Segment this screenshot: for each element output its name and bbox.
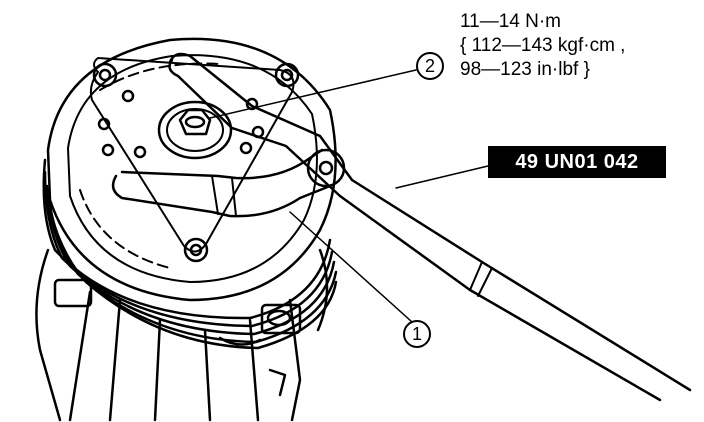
compressor-body (35, 248, 329, 422)
tool-number-label: 49 UN01 042 (488, 146, 666, 178)
pulley (42, 158, 338, 350)
leader-line-2 (209, 69, 417, 119)
torque-spec-inlbf: 98—123 in·lbf } (460, 59, 590, 80)
torque-spec-nm: 11—14 N·m (460, 11, 562, 32)
clutch-holder-wrench (111, 148, 346, 218)
torque-spec-kgfcm: { 112—143 kgf·cm , (460, 35, 626, 56)
leader-line-tool (395, 165, 489, 189)
torque-wrench-handle (168, 52, 692, 402)
center-bolt (157, 100, 233, 160)
leader-line-1 (289, 211, 413, 323)
torque-spec: 11—14 N·m { 112—143 kgf·cm , 98—123 in·l… (460, 10, 625, 82)
callout-2: 2 (416, 52, 444, 80)
callout-1: 1 (403, 320, 431, 348)
armature-plate (89, 57, 295, 253)
